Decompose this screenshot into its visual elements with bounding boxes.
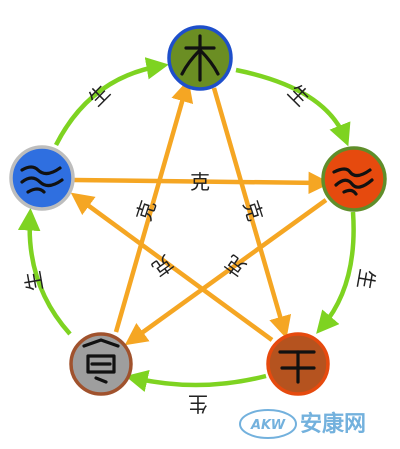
element-node-metal xyxy=(69,332,133,396)
metal-seal-glyph xyxy=(82,338,120,384)
water-node-circle xyxy=(9,145,75,211)
label-ke-3: 克 xyxy=(238,197,267,223)
watermark-logo-text: AKW xyxy=(250,418,286,433)
watermark-brand-text: 安康网 xyxy=(300,411,366,437)
watermark-logo: AKW xyxy=(239,409,297,439)
metal-to-wood-arrow xyxy=(113,79,194,333)
label-ke-5: 克 xyxy=(220,250,250,281)
fire-seal-glyph xyxy=(332,167,374,196)
fire-to-earth-arc xyxy=(316,211,356,334)
watermark: AKW 安康网 xyxy=(239,409,366,439)
label-ke-1: 克 xyxy=(190,170,210,194)
element-node-wood xyxy=(167,25,233,91)
water-seal-glyph xyxy=(20,165,64,194)
earth-to-metal-arc xyxy=(125,370,267,392)
label-sheng-5: 生 xyxy=(20,269,47,293)
controlling-labels: 克 克 克 克 克 xyxy=(132,170,268,281)
element-node-water xyxy=(9,145,75,211)
water-to-fire-arrow xyxy=(73,171,331,195)
wood-to-fire-arc xyxy=(235,67,351,147)
earth-seal-glyph xyxy=(278,350,316,384)
fire-to-metal-arrow xyxy=(124,198,328,346)
element-node-fire xyxy=(321,146,387,212)
element-node-earth xyxy=(266,332,330,396)
label-ke-2: 克 xyxy=(132,197,161,223)
water-to-wood-arc xyxy=(53,57,169,147)
generating-cycle xyxy=(17,57,356,392)
metal-to-water-arc xyxy=(17,208,72,336)
wood-to-earth-arrow xyxy=(211,87,292,339)
controlling-star xyxy=(70,79,331,346)
label-sheng-3: 生 xyxy=(352,267,379,291)
wood-seal-glyph xyxy=(180,34,220,82)
label-sheng-4: 生 xyxy=(188,392,208,416)
fire-node-circle xyxy=(321,146,387,212)
earth-to-water-arrow xyxy=(70,192,274,342)
